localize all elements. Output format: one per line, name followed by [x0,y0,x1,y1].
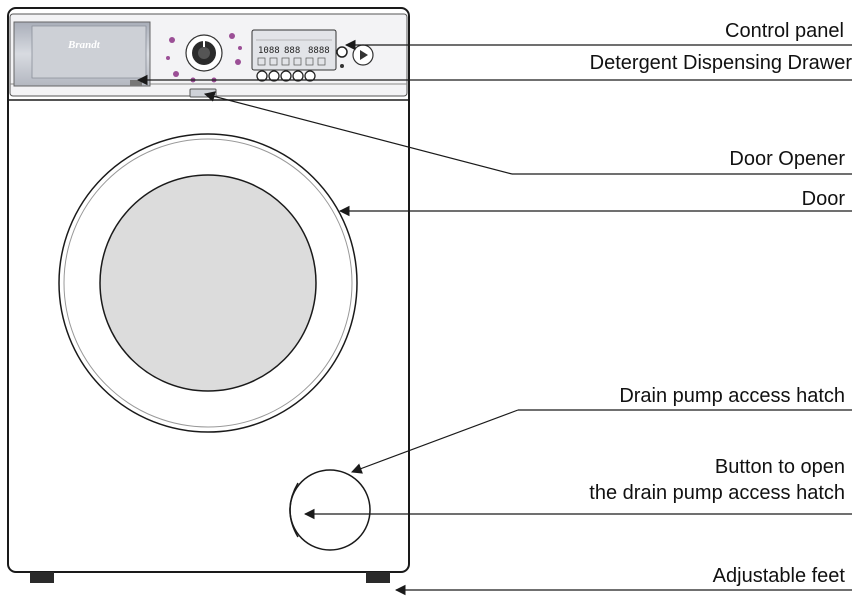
drain-pump-hatch[interactable] [289,469,371,551]
label-button-line1: Button to open [714,456,845,478]
display-right: 8888 [308,46,330,56]
power-button[interactable] [336,46,348,58]
control-panel: Brandt 1088 888 8888 [9,13,408,98]
label-door: Door [801,188,845,210]
program-icons [166,33,242,83]
display-middle: 888 [284,46,300,56]
lcd-display: 1088 888 8888 [251,29,337,71]
indicator-light [340,64,344,68]
program-dial[interactable] [185,34,223,72]
option-buttons[interactable] [256,70,316,82]
label-detergent-drawer: Detergent Dispensing Drawer [589,52,852,74]
label-control-panel: Control panel [725,20,844,42]
label-adjustable-feet: Adjustable feet [712,565,845,587]
start-pause-button[interactable] [352,44,374,66]
adjustable-feet [30,572,390,583]
label-drain-hatch: Drain pump access hatch [619,385,845,407]
label-button-line2: the drain pump access hatch [589,482,845,504]
brand-logo: Brandt [67,39,101,51]
label-door-opener: Door Opener [729,148,845,170]
door[interactable] [58,133,358,433]
display-left: 1088 [258,46,280,56]
porthole-glass [99,174,317,392]
detergent-drawer[interactable]: Brandt [13,21,151,87]
callout-lines [136,39,852,596]
hatch-open-button[interactable] [289,482,299,538]
drawer-handle[interactable] [130,80,142,86]
